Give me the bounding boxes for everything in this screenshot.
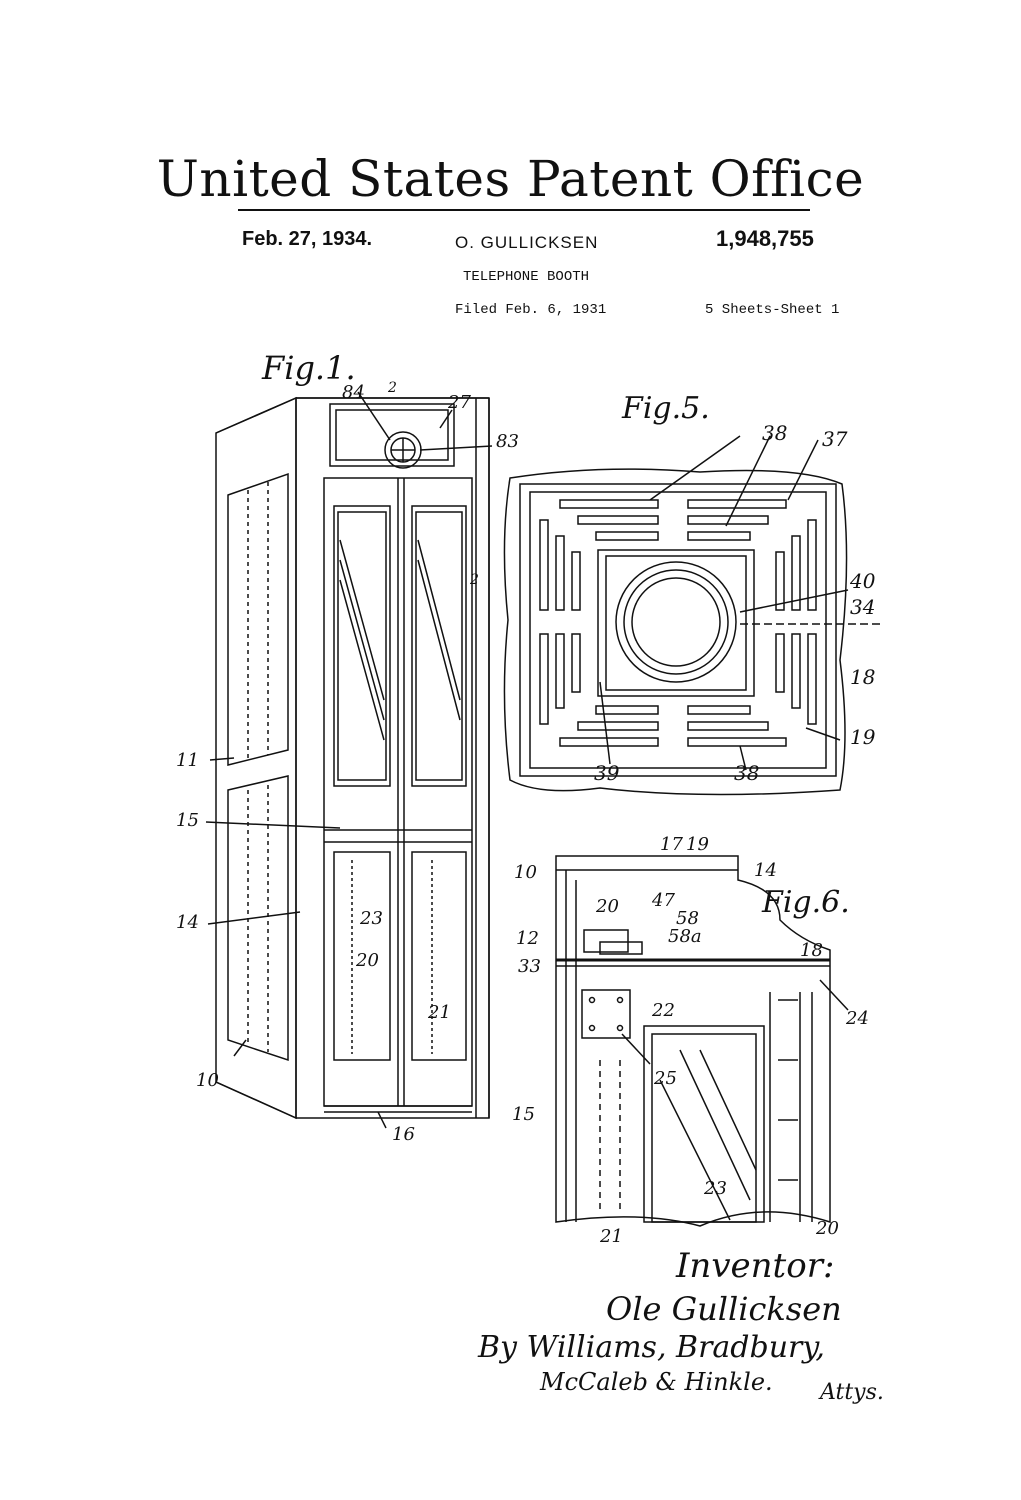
office-heading: United States Patent Office bbox=[156, 150, 865, 208]
figure-6-section bbox=[555, 855, 831, 1227]
fig1-label: Fig.1. bbox=[261, 349, 356, 387]
ref-58a: 58a bbox=[668, 926, 702, 947]
inventor-label: Inventor: bbox=[676, 1246, 835, 1286]
ref-37: 37 bbox=[822, 427, 848, 451]
patent-title: TELEPHONE BOOTH bbox=[463, 269, 590, 285]
ref-20: 20 bbox=[355, 950, 379, 971]
ref-23: 23 bbox=[359, 908, 383, 929]
ref-21: 21 bbox=[427, 1002, 451, 1023]
ref-38-top: 38 bbox=[762, 421, 787, 445]
patent-date: Feb. 27, 1934. bbox=[242, 228, 373, 250]
attorneys-line-2: McCaleb & Hinkle. bbox=[540, 1368, 773, 1396]
ref-19-fig5: 19 bbox=[850, 725, 876, 749]
ref-15: 15 bbox=[176, 810, 199, 831]
ref-40: 40 bbox=[849, 569, 876, 593]
header-rule bbox=[238, 209, 810, 211]
ref-2-top: 2 bbox=[387, 380, 397, 396]
ref-58: 58 bbox=[676, 908, 699, 929]
ref-11: 11 bbox=[176, 750, 199, 771]
ref-39: 39 bbox=[594, 761, 620, 785]
ref-20-fig6-top: 20 bbox=[595, 896, 619, 917]
ref-2-side: 2 bbox=[469, 572, 479, 588]
ref-47: 47 bbox=[651, 890, 675, 911]
ref-19-fig6: 19 bbox=[686, 834, 709, 855]
ref-10-fig6: 10 bbox=[514, 862, 537, 883]
ref-21-fig6: 21 bbox=[599, 1226, 623, 1247]
attorneys-line-1: By Williams, Bradbury, bbox=[478, 1330, 825, 1365]
ref-17: 17 bbox=[660, 834, 683, 855]
ref-83: 83 bbox=[496, 431, 519, 452]
ref-24: 24 bbox=[845, 1008, 869, 1029]
attys-label: Attys. bbox=[820, 1380, 884, 1405]
ref-38-bottom: 38 bbox=[734, 761, 759, 785]
sheet-count: 5 Sheets-Sheet 1 bbox=[705, 302, 840, 318]
ref-18-fig6: 18 bbox=[800, 940, 823, 961]
ref-33: 33 bbox=[518, 956, 541, 977]
ref-25: 25 bbox=[653, 1068, 677, 1089]
inventor-name-header: O. GULLICKSEN bbox=[455, 233, 599, 252]
ref-20-fig6-bottom: 20 bbox=[815, 1218, 839, 1239]
ref-10: 10 bbox=[196, 1070, 219, 1091]
inventor-signature: Ole Gullicksen bbox=[606, 1290, 842, 1328]
ref-18-fig5: 18 bbox=[850, 665, 875, 689]
patent-number: 1,948,755 bbox=[716, 226, 814, 251]
ref-12: 12 bbox=[516, 928, 539, 949]
bracket-plate bbox=[581, 989, 631, 1039]
ref-14: 14 bbox=[176, 912, 199, 933]
ref-27: 27 bbox=[447, 392, 471, 413]
ref-14-fig6: 14 bbox=[754, 860, 777, 881]
ref-34: 34 bbox=[850, 595, 875, 619]
ref-16: 16 bbox=[392, 1124, 415, 1145]
figure-1-booth bbox=[215, 396, 490, 1120]
filed-date: Filed Feb. 6, 1931 bbox=[455, 302, 607, 318]
fig6-label: Fig.6. bbox=[761, 885, 850, 920]
ref-23-fig6: 23 bbox=[703, 1178, 727, 1199]
fig5-label: Fig.5. bbox=[621, 391, 710, 426]
ref-22: 22 bbox=[651, 1000, 675, 1021]
figure-5-vent bbox=[503, 468, 880, 796]
ref-15-fig6: 15 bbox=[512, 1104, 535, 1125]
ref-84: 84 bbox=[342, 382, 365, 403]
